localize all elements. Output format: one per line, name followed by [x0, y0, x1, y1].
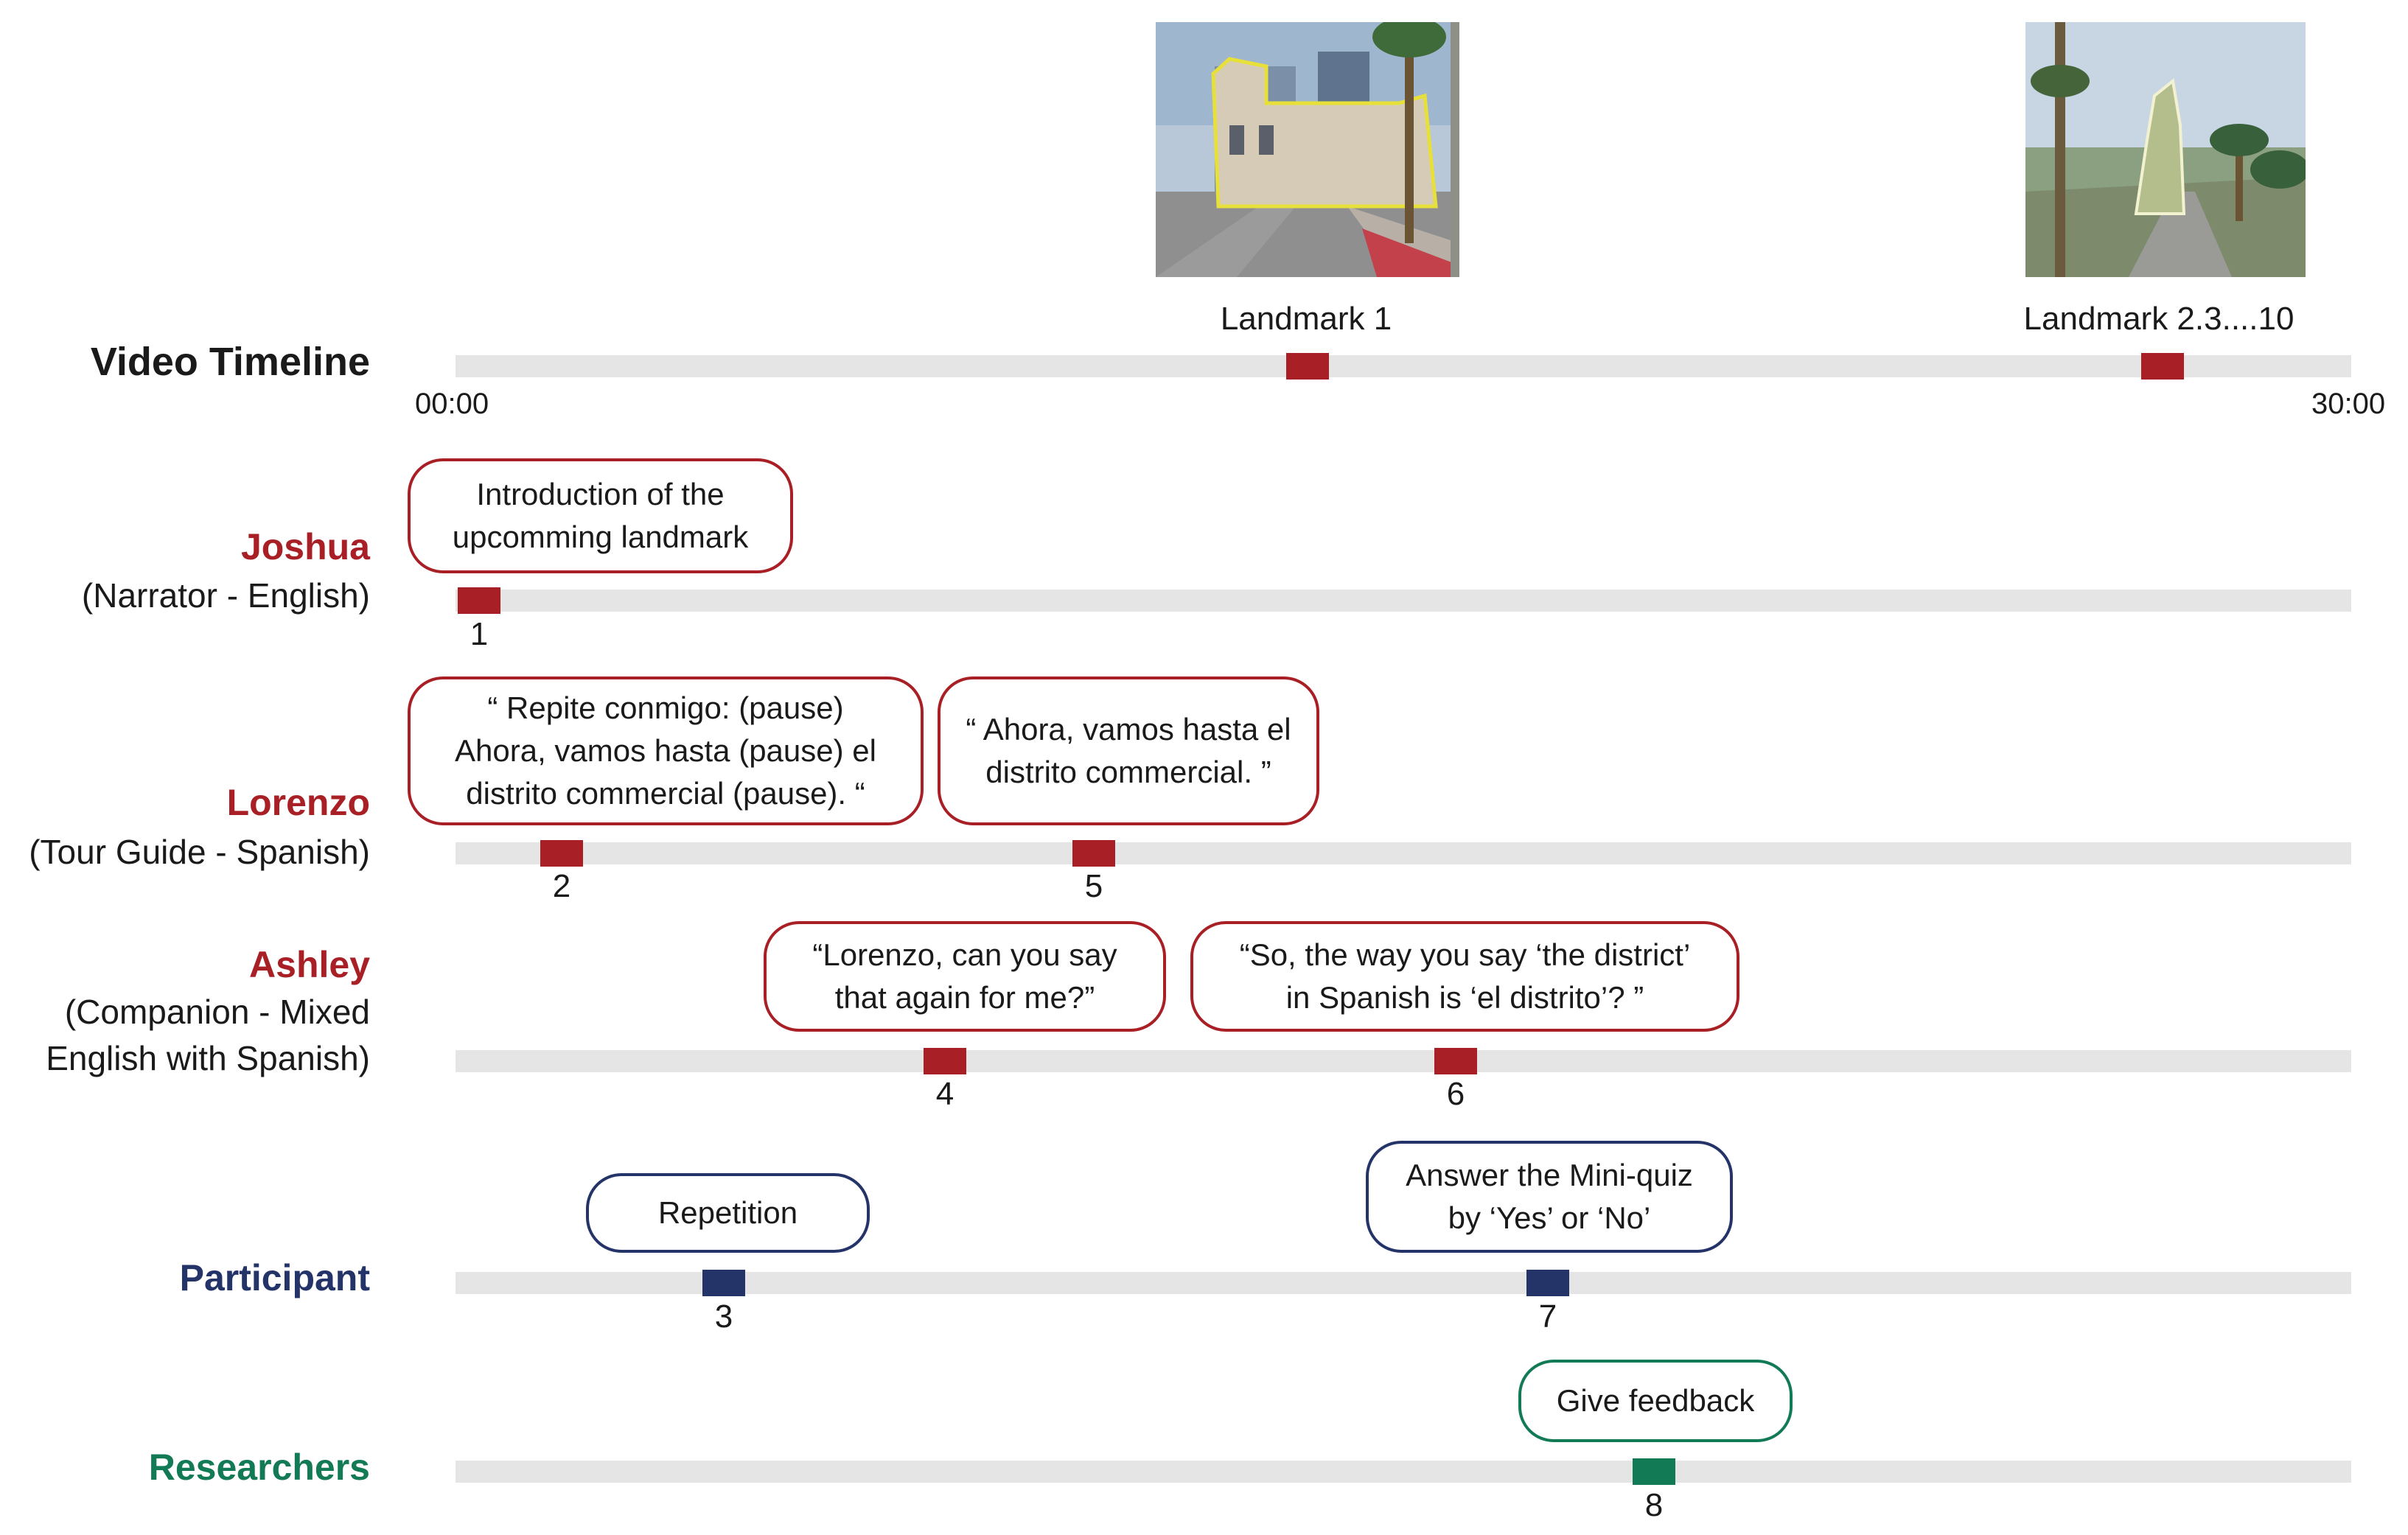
video-timeline-track — [456, 355, 2351, 377]
lane-track-lorenzo — [456, 842, 2351, 864]
event-bubble-2: “ Repite conmigo: (pause) Ahora, vamos h… — [408, 676, 924, 825]
lane-name-participant: Participant — [179, 1257, 370, 1298]
landmark-2-marker — [2141, 353, 2184, 380]
event-number-4: 4 — [935, 1076, 955, 1112]
event-bubble-3: Repetition — [586, 1173, 870, 1253]
event-bubble-7: Answer the Mini-quiz by ‘Yes’ or ‘No’ — [1366, 1141, 1733, 1253]
video-timeline-title: Video Timeline — [90, 340, 370, 384]
event-number-1: 1 — [470, 616, 489, 652]
event-number-5: 5 — [1084, 868, 1103, 904]
event-marker-1 — [458, 587, 500, 614]
landmark-2-label: Landmark 2.3....10 — [2023, 301, 2294, 337]
timeline-end-time: 30:00 — [2311, 388, 2386, 420]
lane-role-ashley: (Companion - Mixed English with Spanish) — [46, 993, 370, 1077]
timeline-start-time: 00:00 — [415, 388, 489, 420]
event-marker-8 — [1633, 1458, 1675, 1485]
event-bubble-4: “Lorenzo, can you say that again for me?… — [764, 921, 1166, 1032]
event-marker-5 — [1072, 840, 1115, 867]
lane-name-joshua: Joshua — [240, 526, 370, 567]
landmark-2-thumbnail — [2025, 22, 2306, 277]
event-marker-2 — [540, 840, 583, 867]
lane-track-participant — [456, 1272, 2351, 1294]
event-number-2: 2 — [552, 868, 571, 904]
event-number-6: 6 — [1446, 1076, 1465, 1112]
lane-name-researchers: Researchers — [148, 1447, 370, 1488]
event-bubble-8: Give feedback — [1518, 1360, 1793, 1442]
landmark-1-label: Landmark 1 — [1220, 301, 1392, 337]
event-marker-6 — [1434, 1048, 1477, 1074]
lane-name-lorenzo: Lorenzo — [226, 782, 370, 823]
event-number-3: 3 — [714, 1298, 733, 1335]
lane-role-lorenzo: (Tour Guide - Spanish) — [29, 833, 370, 871]
event-bubble-5: “ Ahora, vamos hasta el distrito commerc… — [938, 676, 1319, 825]
lane-track-ashley — [456, 1050, 2351, 1072]
lane-track-researchers — [456, 1461, 2351, 1483]
lane-name-ashley: Ashley — [249, 944, 370, 985]
event-marker-3 — [702, 1270, 745, 1296]
event-marker-4 — [924, 1048, 966, 1074]
lane-role-joshua: (Narrator - English) — [81, 576, 370, 615]
landmark-1-marker — [1286, 353, 1329, 380]
event-number-7: 7 — [1538, 1298, 1557, 1335]
event-bubble-1: Introduction of the upcomming landmark — [408, 458, 793, 573]
event-marker-7 — [1526, 1270, 1569, 1296]
landmark-1-thumbnail — [1156, 22, 1459, 277]
event-number-8: 8 — [1644, 1487, 1664, 1523]
event-bubble-6: “So, the way you say ‘the district’ in S… — [1190, 921, 1739, 1032]
lane-track-joshua — [456, 590, 2351, 612]
